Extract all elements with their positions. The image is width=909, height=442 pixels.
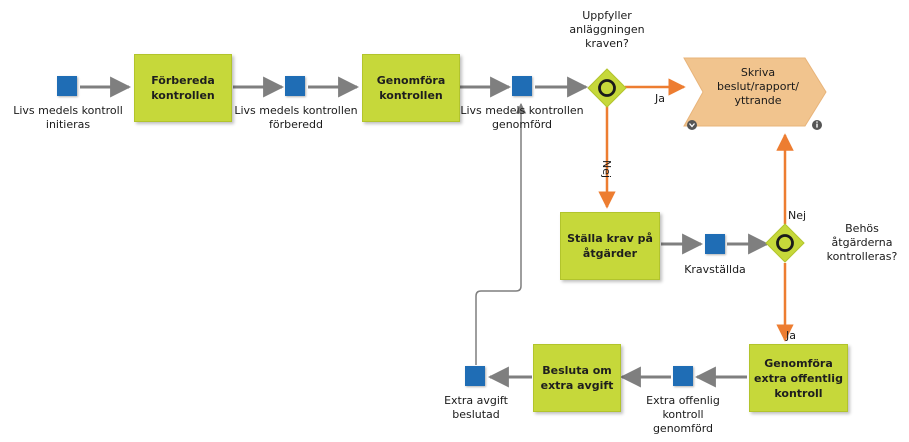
flow-label-g1-no: Nej [600, 160, 613, 179]
info-circle-icon[interactable] [812, 120, 822, 130]
event-label-e4: Kravställda [684, 263, 746, 276]
expand-circle-icon[interactable] [687, 120, 697, 130]
flow-label-g1-yes: Ja [655, 92, 665, 105]
gateway-g2[interactable] [765, 223, 805, 263]
gateway-g1[interactable] [587, 68, 627, 108]
event-kontrollen-genomford[interactable] [512, 76, 532, 96]
circle-marker-icon [598, 79, 616, 97]
flow-label-g2-no: Nej [788, 209, 807, 222]
event-kontrollen-forberedd[interactable] [285, 76, 305, 96]
flow-label-g2-yes: Ja [786, 329, 796, 342]
circle-marker-icon [776, 234, 794, 252]
event-kravstallda[interactable] [705, 234, 725, 254]
output-shape [683, 57, 827, 127]
flow-e6-loop-back [475, 102, 527, 365]
event-extra-kontroll-genomford[interactable] [673, 366, 693, 386]
event-kontroll-initieras[interactable] [57, 76, 77, 96]
event-extra-avgift-beslutad[interactable] [465, 366, 485, 386]
